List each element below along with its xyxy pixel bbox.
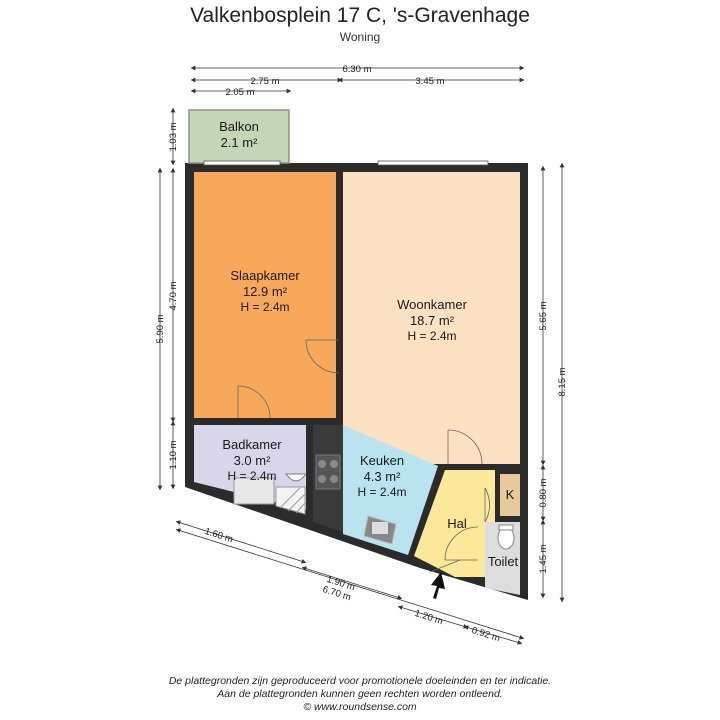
label-badkamer-name: Badkamer [222,437,282,452]
dim-bottom-a: 1.60 m [203,526,234,545]
label-keuken-area: 4.3 m² [364,469,402,484]
label-badkamer-height: H = 2.4m [227,469,276,483]
footer-disclaimer-1: De plattegronden zijn geproduceerd voor … [168,675,552,687]
room-woonkamer [343,172,520,464]
dim-top-total: 6.30 m [342,64,371,75]
dim-bottom-d: 0.92 m [470,625,501,644]
page-subtitle: Woning [339,30,381,44]
label-balkon-name: Balkon [219,119,259,134]
dim-right-k: 0.80 m [538,478,549,507]
window-balkon [203,160,281,166]
footer-disclaimer-2: Aan de plattegronden kunnen geen rechten… [217,688,503,700]
dim-top-left: 2.75 m [250,76,279,87]
doors [237,339,490,573]
hatched-area [275,486,306,515]
label-woonkamer-name: Woonkamer [397,297,468,312]
dim-left-balcony: 1.03 m [168,122,179,151]
dim-left-bathroom: 1.10 m [168,440,179,469]
label-kast-name: K [506,487,515,502]
label-keuken-name: Keuken [360,453,404,468]
room-balkon [188,109,290,164]
window-woonkamer [377,160,489,166]
label-toilet-name: Toilet [488,554,519,569]
label-balkon-area: 2.1 m² [221,135,259,150]
dim-top-right: 3.45 m [415,76,444,87]
label-slaapkamer-height: H = 2.4m [240,300,289,314]
footer-copyright: © www.roundsense.com [303,701,417,713]
shower-icon [233,477,275,505]
dim-right-total: 8.15 m [557,367,568,396]
stove-icon [315,454,341,490]
room-slaapkamer [194,172,336,418]
label-hal-name: Hal [447,516,467,531]
label-badkamer-area: 3.0 m² [234,453,272,468]
label-slaapkamer-area: 12.9 m² [243,284,288,299]
label-woonkamer-area: 18.7 m² [410,313,455,328]
dim-top-balcony: 2.05 m [225,87,254,98]
page-title: Valkenbosplein 17 C, 's-Gravenhage [190,4,530,27]
entrance-arrow-icon [431,572,445,599]
dim-left-bedroom: 4.70 m [168,281,179,310]
dim-bottom-c: 1.20 m [413,608,444,627]
room-kast [500,474,520,516]
label-slaapkamer-name: Slaapkamer [230,268,300,283]
washbasin-icon [285,473,307,482]
dim-right-living: 5.65 m [538,301,549,330]
dim-right-toilet: 1.45 m [538,544,549,573]
label-keuken-height: H = 2.4m [357,485,406,499]
label-woonkamer-height: H = 2.4m [407,329,456,343]
dim-left-total: 5.90 m [155,314,166,343]
